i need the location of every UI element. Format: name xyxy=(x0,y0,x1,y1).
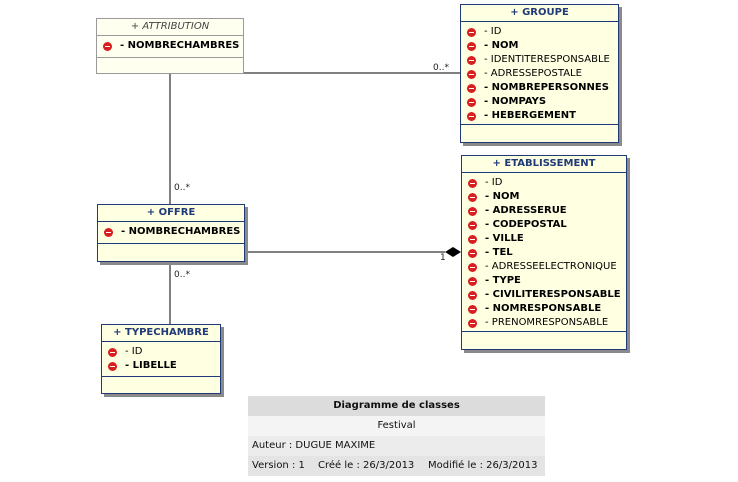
private-attribute-icon xyxy=(468,234,477,244)
attr-groupe-id: - ID xyxy=(467,25,618,39)
modified-date: Modifié le : 26/3/2013 xyxy=(428,460,538,471)
private-attribute-icon xyxy=(467,83,476,93)
attr-etablissement-codepostal: - CODEPOSTAL xyxy=(468,218,626,232)
attr-typechambre-id: - ID xyxy=(108,345,220,359)
attr-groupe-adressepostale: - ADRESSEPOSTALE xyxy=(467,67,618,81)
private-attribute-icon xyxy=(468,262,477,272)
multiplicity-offre-typechambre: 0..* xyxy=(174,270,190,280)
private-attribute-icon xyxy=(467,27,476,37)
attr-etablissement-type: - TYPE xyxy=(468,274,626,288)
attr-attribution-nombrechambres: - NOMBRECHAMBRES xyxy=(103,39,243,53)
attr-groupe-nom: - NOM xyxy=(467,39,618,53)
created-date: Créé le : 26/3/2013 xyxy=(318,460,415,471)
class-attribution[interactable]: + ATTRIBUTION - NOMBRECHAMBRES xyxy=(96,18,244,74)
class-offre-title: + OFFRE xyxy=(98,205,244,222)
operations-separator xyxy=(461,124,618,125)
private-attribute-icon xyxy=(468,178,477,188)
class-groupe[interactable]: + GROUPE - ID - NOM - IDENTITERESPONSABL… xyxy=(460,4,619,143)
operations-separator xyxy=(462,331,626,332)
private-attribute-icon xyxy=(468,248,477,258)
attr-etablissement-prenomresponsable: - PRENOMRESPONSABLE xyxy=(468,316,626,330)
attr-offre-nombrechambres: - NOMBRECHAMBRES xyxy=(104,225,244,239)
class-typechambre-title: + TYPECHAMBRE xyxy=(102,325,220,342)
diagram-title: Diagramme de classes xyxy=(248,396,545,416)
project-name: Festival xyxy=(248,416,545,436)
private-attribute-icon xyxy=(467,111,476,121)
private-attribute-icon xyxy=(468,318,477,328)
private-attribute-icon xyxy=(103,41,112,51)
multiplicity-attribution-groupe: 0..* xyxy=(433,63,449,73)
attr-groupe-nompays: - NOMPAYS xyxy=(467,95,618,109)
class-offre[interactable]: + OFFRE - NOMBRECHAMBRES xyxy=(97,204,245,262)
private-attribute-icon xyxy=(467,55,476,65)
attr-etablissement-adresserue: - ADRESSERUE xyxy=(468,204,626,218)
private-attribute-icon xyxy=(468,220,477,230)
private-attribute-icon xyxy=(468,206,477,216)
composition-diamond xyxy=(445,247,461,257)
diagram-title-block: Diagramme de classes Festival Auteur : D… xyxy=(248,396,545,476)
version: Version : 1 xyxy=(252,460,305,471)
private-attribute-icon xyxy=(108,347,117,357)
attr-etablissement-adresseelectronique: - ADRESSEELECTRONIQUE xyxy=(468,260,626,274)
class-attribution-title: + ATTRIBUTION xyxy=(97,19,243,36)
private-attribute-icon xyxy=(468,290,477,300)
attr-etablissement-ville: - VILLE xyxy=(468,232,626,246)
private-attribute-icon xyxy=(104,227,113,237)
attr-groupe-nombrepersonnes: - NOMBREPERSONNES xyxy=(467,81,618,95)
class-etablissement-title: + ETABLISSEMENT xyxy=(462,156,626,173)
version-row: Version : 1 Créé le : 26/3/2013 Modifié … xyxy=(248,456,545,476)
class-typechambre[interactable]: + TYPECHAMBRE - ID - LIBELLE xyxy=(101,324,221,394)
attr-etablissement-nom: - NOM xyxy=(468,190,626,204)
private-attribute-icon xyxy=(468,192,477,202)
private-attribute-icon xyxy=(108,361,117,371)
attr-etablissement-tel: - TEL xyxy=(468,246,626,260)
operations-separator xyxy=(97,57,243,58)
private-attribute-icon xyxy=(468,276,477,286)
attr-etablissement-id: - ID xyxy=(468,176,626,190)
attr-etablissement-civiliteresponsable: - CIVILITERESPONSABLE xyxy=(468,288,626,302)
class-groupe-title: + GROUPE xyxy=(461,5,618,22)
private-attribute-icon xyxy=(467,41,476,51)
attr-groupe-identiteresponsable: - IDENTITERESPONSABLE xyxy=(467,53,618,67)
attr-etablissement-nomresponsable: - NOMRESPONSABLE xyxy=(468,302,626,316)
multiplicity-offre-etablissement: 1 xyxy=(440,253,446,263)
private-attribute-icon xyxy=(467,69,476,79)
operations-separator xyxy=(98,243,244,244)
private-attribute-icon xyxy=(467,97,476,107)
operations-separator xyxy=(102,376,220,377)
attr-typechambre-libelle: - LIBELLE xyxy=(108,359,220,373)
multiplicity-attribution-offre: 0..* xyxy=(174,183,190,193)
author: Auteur : DUGUE MAXIME xyxy=(248,436,545,456)
class-etablissement[interactable]: + ETABLISSEMENT - ID - NOM - ADRESSERUE … xyxy=(461,155,627,350)
attr-groupe-hebergement: - HEBERGEMENT xyxy=(467,109,618,123)
private-attribute-icon xyxy=(468,304,477,314)
